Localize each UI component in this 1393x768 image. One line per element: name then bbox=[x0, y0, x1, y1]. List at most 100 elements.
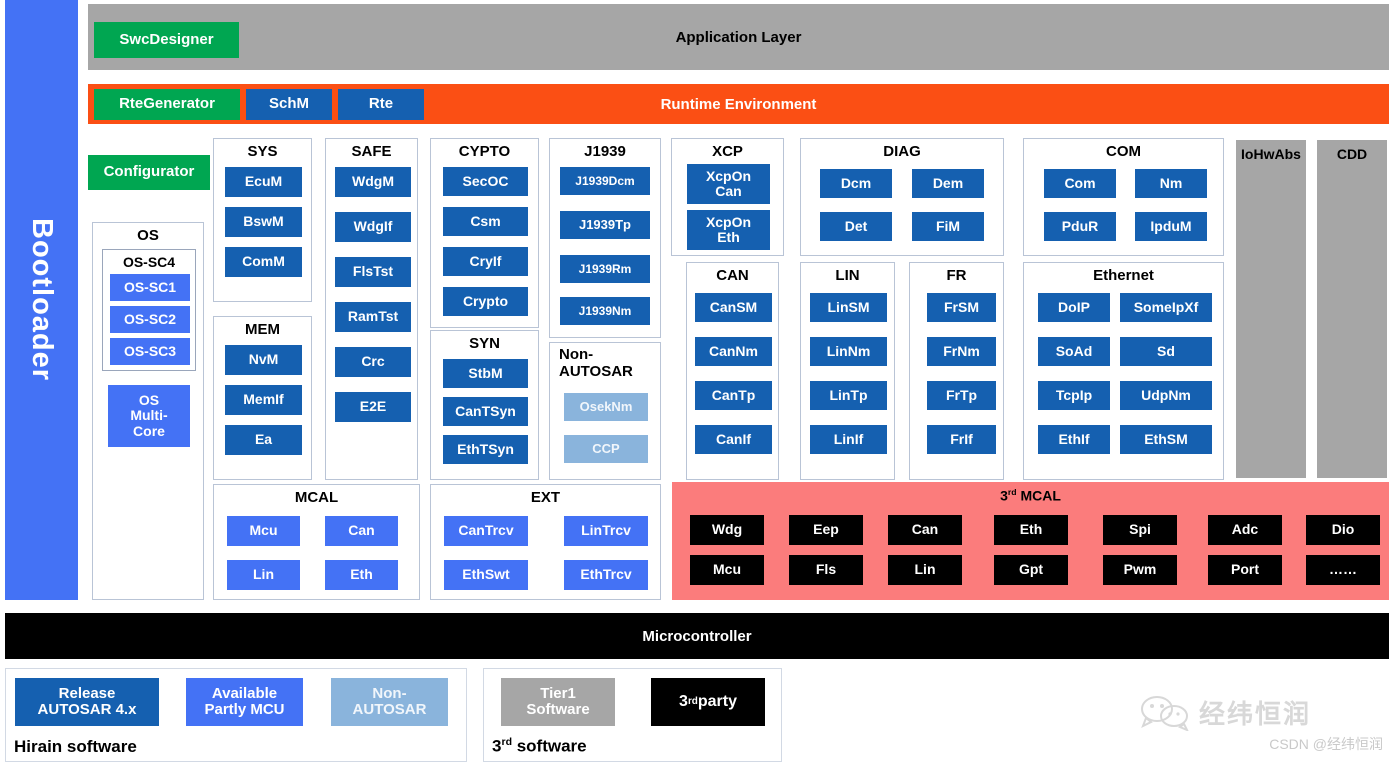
module-crc[interactable]: Crc bbox=[335, 347, 411, 377]
module-doip[interactable]: DoIP bbox=[1038, 293, 1110, 322]
module-lintp[interactable]: LinTp bbox=[810, 381, 887, 410]
os-sc1-box[interactable]: OS-SC1 bbox=[110, 274, 190, 301]
module-schm[interactable]: SchM bbox=[246, 89, 332, 120]
module-com[interactable]: Com bbox=[1044, 169, 1116, 198]
module-xcponcan[interactable]: XcpOn Can bbox=[687, 164, 770, 204]
module-ethif[interactable]: EthIf bbox=[1038, 425, 1110, 454]
module-memif[interactable]: MemIf bbox=[225, 385, 302, 415]
mcal-module-eth[interactable]: Eth bbox=[325, 560, 398, 590]
mcal3-module-pwm[interactable]: Pwm bbox=[1103, 555, 1177, 585]
module-xcponeth[interactable]: XcpOn Eth bbox=[687, 210, 770, 250]
module-dcm[interactable]: Dcm bbox=[820, 169, 892, 198]
module-stbm[interactable]: StbM bbox=[443, 359, 528, 388]
mcal3-module-eth[interactable]: Eth bbox=[994, 515, 1068, 545]
module-ethsm[interactable]: EthSM bbox=[1120, 425, 1212, 454]
module-pdur[interactable]: PduR bbox=[1044, 212, 1116, 241]
iohwabs-bar[interactable]: IoHwAbs bbox=[1236, 140, 1306, 478]
module-rte[interactable]: Rte bbox=[338, 89, 424, 120]
mcal-module-mcu[interactable]: Mcu bbox=[227, 516, 300, 546]
ext-module-ethtrcv[interactable]: EthTrcv bbox=[564, 560, 648, 590]
mcal3-module-dio[interactable]: Dio bbox=[1306, 515, 1380, 545]
module-frnm[interactable]: FrNm bbox=[927, 337, 996, 366]
mcal3-module-can[interactable]: Can bbox=[888, 515, 962, 545]
module-bswm[interactable]: BswM bbox=[225, 207, 302, 237]
module-e2e[interactable]: E2E bbox=[335, 392, 411, 422]
module-someipxf[interactable]: SomeIpXf bbox=[1120, 293, 1212, 322]
module-j1939nm[interactable]: J1939Nm bbox=[560, 297, 650, 325]
cdd-bar[interactable]: CDD bbox=[1317, 140, 1387, 478]
legend-hirain-caption: Hirain software bbox=[14, 737, 137, 756]
group-sys-title: SYS bbox=[247, 143, 278, 160]
module-wdgm[interactable]: WdgM bbox=[335, 167, 411, 197]
module-fim[interactable]: FiM bbox=[912, 212, 984, 241]
microcontroller-title: Microcontroller bbox=[642, 627, 752, 645]
module-linif[interactable]: LinIf bbox=[810, 425, 887, 454]
mcal3-module-fls[interactable]: Fls bbox=[789, 555, 863, 585]
mcal3-title-suffix: MCAL bbox=[1016, 487, 1061, 504]
module-frtp[interactable]: FrTp bbox=[927, 381, 996, 410]
module-ethtsyn[interactable]: EthTSyn bbox=[443, 435, 528, 464]
mcal3-module-spi[interactable]: Spi bbox=[1103, 515, 1177, 545]
module-cantp[interactable]: CanTp bbox=[695, 381, 772, 410]
module-comm[interactable]: ComM bbox=[225, 247, 302, 277]
mcal3-module-wdg[interactable]: Wdg bbox=[690, 515, 764, 545]
module-csm[interactable]: Csm bbox=[443, 207, 528, 236]
module-oseknm[interactable]: OsekNm bbox=[564, 393, 648, 421]
ext-module-cantrcv[interactable]: CanTrcv bbox=[444, 516, 528, 546]
swc-designer-box[interactable]: SwcDesigner bbox=[94, 22, 239, 58]
module-wdgif[interactable]: WdgIf bbox=[335, 212, 411, 242]
module-ea[interactable]: Ea bbox=[225, 425, 302, 455]
module-linsm[interactable]: LinSM bbox=[810, 293, 887, 322]
module-j1939rm[interactable]: J1939Rm bbox=[560, 255, 650, 283]
mcal3-module-port[interactable]: Port bbox=[1208, 555, 1282, 585]
module-frif[interactable]: FrIf bbox=[927, 425, 996, 454]
module-nvm[interactable]: NvM bbox=[225, 345, 302, 375]
module-ramtst[interactable]: RamTst bbox=[335, 302, 411, 332]
rte-generator-box[interactable]: RteGenerator bbox=[94, 89, 240, 120]
module-j1939tp[interactable]: J1939Tp bbox=[560, 211, 650, 239]
module-flstst[interactable]: FlsTst bbox=[335, 257, 411, 287]
group-j1939: J1939 J1939Dcm J1939Tp J1939Rm J1939Nm bbox=[549, 138, 661, 338]
ext-module-lintrcv[interactable]: LinTrcv bbox=[564, 516, 648, 546]
module-soad[interactable]: SoAd bbox=[1038, 337, 1110, 366]
module-cansm[interactable]: CanSM bbox=[695, 293, 772, 322]
module-ecum[interactable]: EcuM bbox=[225, 167, 302, 197]
mcal3-module-gpt[interactable]: Gpt bbox=[994, 555, 1068, 585]
module-ipdum[interactable]: IpduM bbox=[1135, 212, 1207, 241]
module-crypto[interactable]: Crypto bbox=[443, 287, 528, 316]
mcal3-module-eep[interactable]: Eep bbox=[789, 515, 863, 545]
module-secoc[interactable]: SecOC bbox=[443, 167, 528, 196]
module-j1939dcm[interactable]: J1939Dcm bbox=[560, 167, 650, 195]
mcal-module-can[interactable]: Can bbox=[325, 516, 398, 546]
mcal3-module-more[interactable]: …… bbox=[1306, 555, 1380, 585]
legend-hirain: Release AUTOSAR 4.x Available Partly MCU… bbox=[5, 668, 467, 762]
mcal3-module-lin[interactable]: Lin bbox=[888, 555, 962, 585]
module-det[interactable]: Det bbox=[820, 212, 892, 241]
legend-third-party-suffix: party bbox=[697, 693, 737, 711]
module-dem[interactable]: Dem bbox=[912, 169, 984, 198]
module-nm[interactable]: Nm bbox=[1135, 169, 1207, 198]
os-multicore-box[interactable]: OS Multi- Core bbox=[108, 385, 190, 447]
group-ethernet-title: Ethernet bbox=[1093, 267, 1154, 284]
configurator-box[interactable]: Configurator bbox=[88, 155, 210, 190]
os-sc3-box[interactable]: OS-SC3 bbox=[110, 338, 190, 365]
legend-tier1-line2: Software bbox=[526, 701, 590, 718]
module-linnm[interactable]: LinNm bbox=[810, 337, 887, 366]
module-ccp[interactable]: CCP bbox=[564, 435, 648, 463]
module-frsm[interactable]: FrSM bbox=[927, 293, 996, 322]
module-tcpip[interactable]: TcpIp bbox=[1038, 381, 1110, 410]
module-canif[interactable]: CanIf bbox=[695, 425, 772, 454]
module-udpnm[interactable]: UdpNm bbox=[1120, 381, 1212, 410]
mcal3-module-adc[interactable]: Adc bbox=[1208, 515, 1282, 545]
group-mem-title: MEM bbox=[245, 321, 280, 338]
os-sc2-box[interactable]: OS-SC2 bbox=[110, 306, 190, 333]
ext-module-ethswt[interactable]: EthSwt bbox=[444, 560, 528, 590]
group-non-autosar-title-line1: Non- bbox=[559, 346, 594, 363]
mcal3-module-mcu[interactable]: Mcu bbox=[690, 555, 764, 585]
module-cryif[interactable]: CryIf bbox=[443, 247, 528, 276]
legend-available-partly-mcu: Available Partly MCU bbox=[186, 678, 303, 726]
module-cannm[interactable]: CanNm bbox=[695, 337, 772, 366]
mcal-module-lin[interactable]: Lin bbox=[227, 560, 300, 590]
module-sd[interactable]: Sd bbox=[1120, 337, 1212, 366]
module-cantsyn[interactable]: CanTSyn bbox=[443, 397, 528, 426]
